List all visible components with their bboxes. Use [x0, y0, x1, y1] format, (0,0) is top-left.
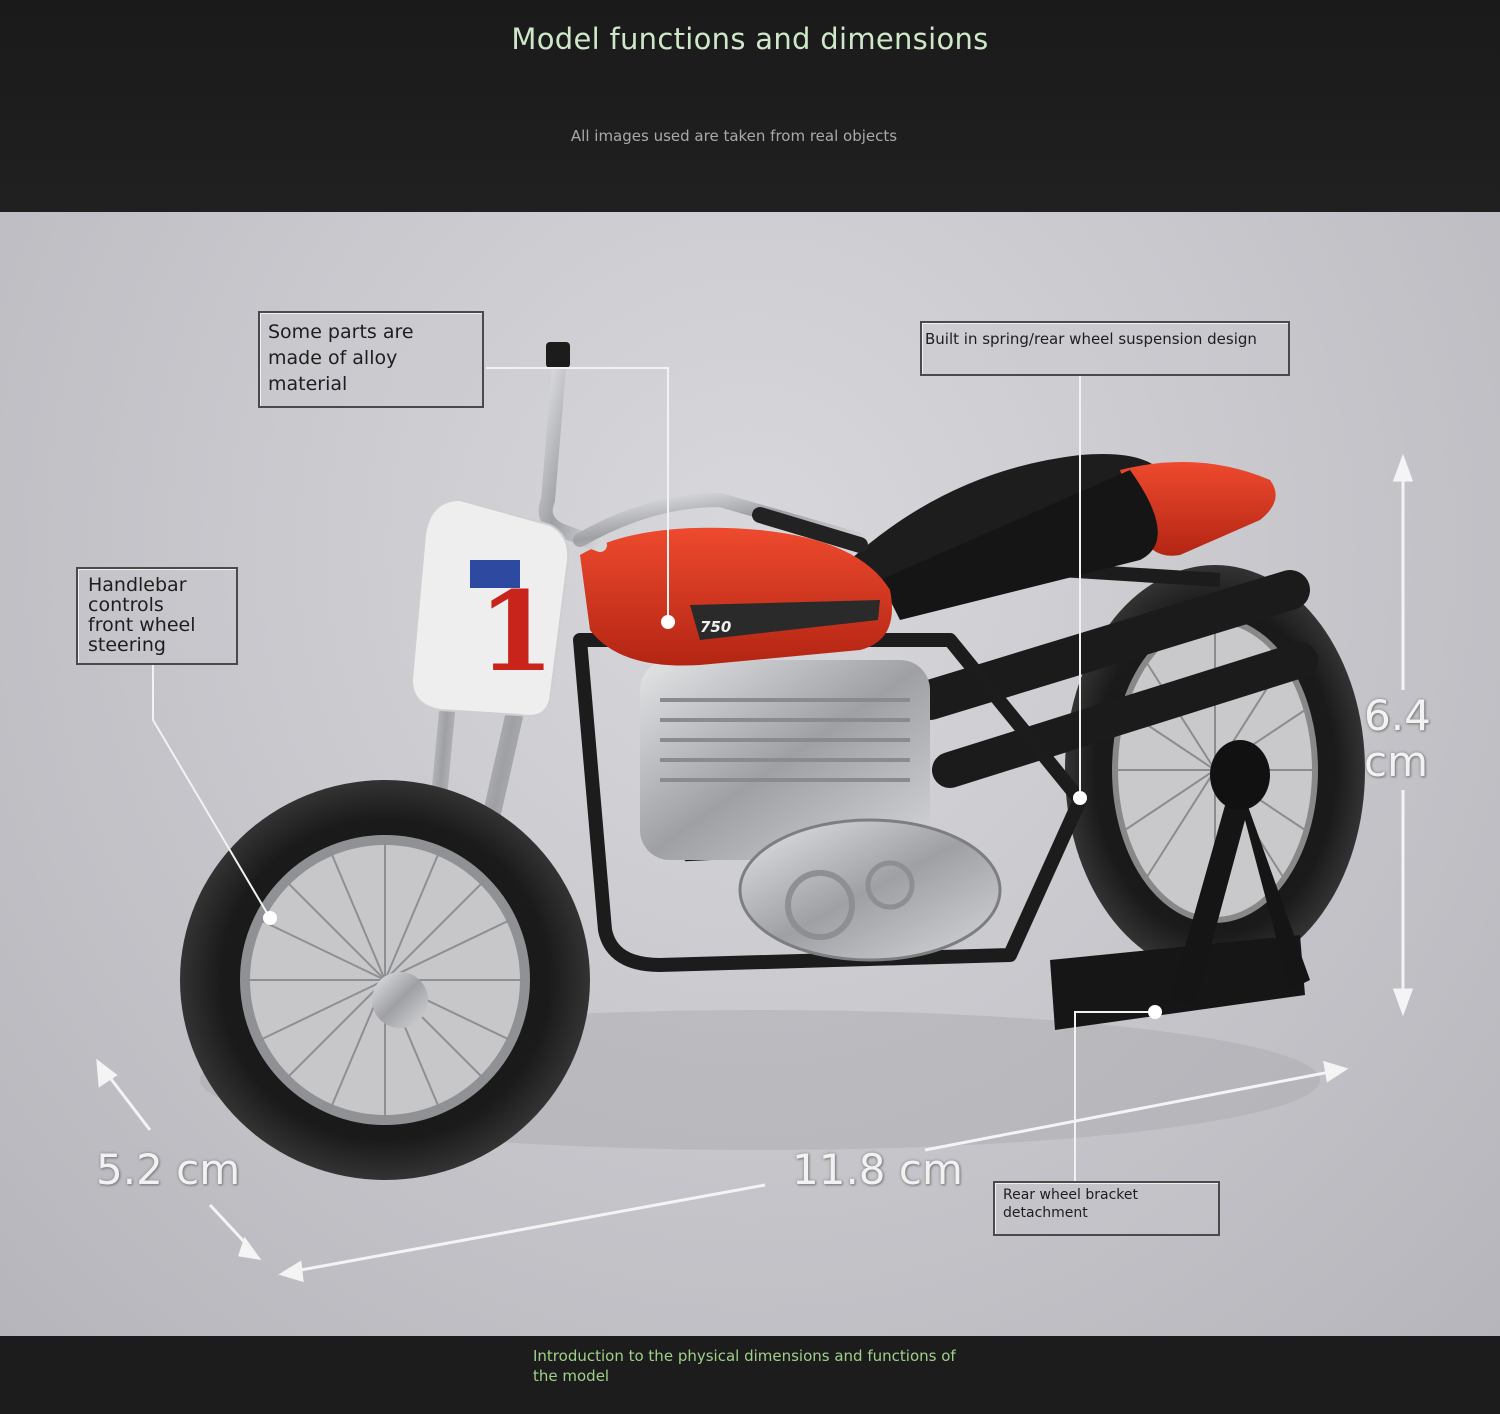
callout-alloy-line: made of alloy	[268, 347, 398, 369]
height-dimension-label: 6.4 cm	[1364, 693, 1454, 785]
plate-number: 1	[478, 567, 555, 696]
page-title: Model functions and dimensions	[511, 22, 989, 56]
height-unit: cm	[1364, 737, 1429, 786]
footer-band: Introduction to the physical dimensions …	[0, 1336, 1500, 1414]
motorcycle-illustration: 750 1	[96, 342, 1414, 1283]
callout-dots	[263, 615, 1162, 1019]
seat	[850, 454, 1276, 620]
product-photo: 750 1	[0, 212, 1500, 1336]
callout-suspension-text: Built in spring/rear wheel suspension de…	[925, 330, 1257, 348]
callout-alloy-parts: Some parts are made of alloy material	[258, 311, 484, 408]
footer-caption: Introduction to the physical dimensions …	[533, 1347, 956, 1385]
callout-bracket-line: Rear wheel bracket	[1003, 1187, 1139, 1203]
callout-leaders	[152, 367, 1155, 1181]
page-subtitle: All images used are taken from real obje…	[570, 127, 898, 145]
callout-handlebar-line: controls	[88, 594, 164, 616]
callout-alloy-line: material	[268, 373, 348, 395]
length-dimension-label: 11.8 cm	[792, 1145, 963, 1194]
callout-rear-suspension: Built in spring/rear wheel suspension de…	[920, 321, 1290, 376]
height-value: 6.4	[1364, 691, 1431, 740]
callout-bracket-line: detachment	[1003, 1205, 1088, 1221]
callout-alloy-line: Some parts are	[268, 321, 414, 343]
engine	[640, 660, 1002, 962]
fuel-tank: 750	[580, 527, 892, 666]
front-wheel	[180, 780, 590, 1180]
rear-stand	[1050, 740, 1310, 1030]
callout-rear-bracket: Rear wheel bracket detachment	[993, 1181, 1220, 1236]
handlebars	[538, 342, 868, 553]
callout-handlebar-line: front wheel	[88, 614, 196, 636]
number-plate: 1	[410, 498, 570, 717]
dimension-arrows	[96, 453, 1414, 1283]
depth-dimension-label: 5.2 cm	[96, 1145, 241, 1194]
callout-handlebar-steering: Handlebar controls front wheel steering	[76, 567, 238, 665]
header-band: Model functions and dimensions All image…	[0, 0, 1500, 212]
callout-handlebar-line: Handlebar	[88, 574, 187, 596]
callout-handlebar-line: steering	[88, 634, 166, 656]
tank-badge: 750	[700, 618, 731, 636]
